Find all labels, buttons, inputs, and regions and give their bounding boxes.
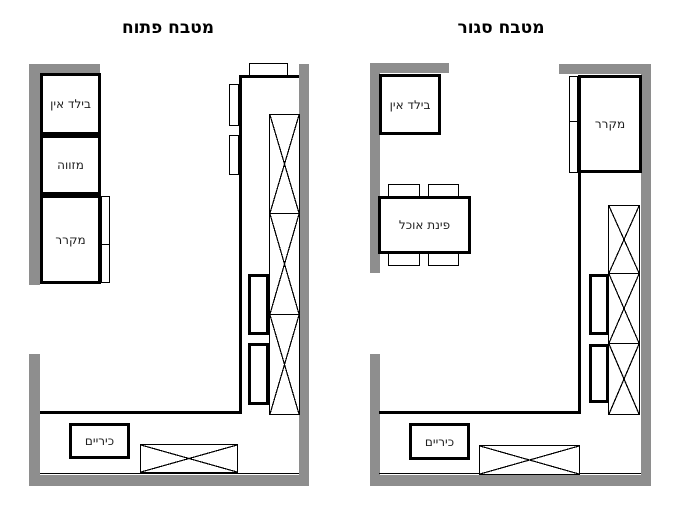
closed-kitchen-title: מטבח סגור <box>457 18 545 38</box>
stove-label: כיריים <box>84 434 115 448</box>
drawer-unit-lower <box>589 344 609 403</box>
stove-box: כיריים <box>409 423 470 460</box>
drawer-unit-upper <box>248 274 269 335</box>
fridge-box: מקרר <box>40 195 101 284</box>
drawer-unit-upper <box>589 274 609 335</box>
wall-left-upper <box>29 64 40 285</box>
dining-table-box: פינת אוכל <box>378 196 471 254</box>
open-kitchen-title: מטבח פתוח <box>121 18 215 38</box>
tall-cabinet-segment-3 <box>608 343 640 415</box>
built-in-label: בילד אין <box>389 97 431 112</box>
wall-bottom <box>29 475 309 486</box>
base-cabinet-x <box>479 445 580 475</box>
counter-edge-vertical <box>239 75 242 414</box>
dining-nook-label: פינת אוכל <box>398 218 451 232</box>
wall-top-right <box>559 64 651 74</box>
counter-edge-vertical <box>578 75 581 414</box>
chair-bottom-right <box>428 252 459 266</box>
stove-box: כיריים <box>69 423 130 459</box>
wall-cabinet-upper <box>229 84 239 126</box>
base-cabinet-x <box>140 444 238 473</box>
fridge-label: מקרר <box>55 232 86 247</box>
counter-edge-top <box>239 75 299 78</box>
wall-right <box>299 64 309 486</box>
wall-cabinet-lower <box>229 135 239 175</box>
wall-left-upper <box>370 63 380 273</box>
wall-top-left <box>29 64 100 74</box>
fridge-door-lower <box>101 244 110 283</box>
tall-cabinet-segment-2 <box>608 273 640 344</box>
drawer-unit-lower <box>248 343 269 405</box>
wall-right <box>641 64 651 486</box>
counter-edge-bottom <box>379 411 581 414</box>
wall-bottom <box>370 475 651 486</box>
fridge-label: מקרר <box>594 117 626 131</box>
tall-cabinet-segment-2 <box>269 213 300 315</box>
wall-bottom-inner-line <box>40 473 299 474</box>
stove-label: כיריים <box>424 434 455 449</box>
wall-top-left <box>370 63 449 73</box>
built-in-box: בילד אין <box>40 73 101 135</box>
fridge-door-lower <box>569 121 578 173</box>
tall-cabinet-segment-3 <box>269 314 300 415</box>
fridge-door-upper <box>101 196 110 245</box>
built-in-box: בילד אין <box>379 74 441 135</box>
chair-bottom-left <box>388 252 420 266</box>
pantry-label: מזווה <box>57 158 84 172</box>
wall-left-lower <box>29 354 40 486</box>
counter-edge-bottom <box>40 411 242 414</box>
built-in-label: בילד אין <box>50 97 91 111</box>
fridge-box: מקרר <box>578 75 642 173</box>
tall-cabinet-segment-1 <box>269 114 300 214</box>
tall-cabinet-segment-1 <box>608 205 640 274</box>
fridge-door-upper <box>569 76 578 122</box>
pantry-box: מזווה <box>40 135 101 195</box>
wall-left-lower <box>370 354 380 486</box>
